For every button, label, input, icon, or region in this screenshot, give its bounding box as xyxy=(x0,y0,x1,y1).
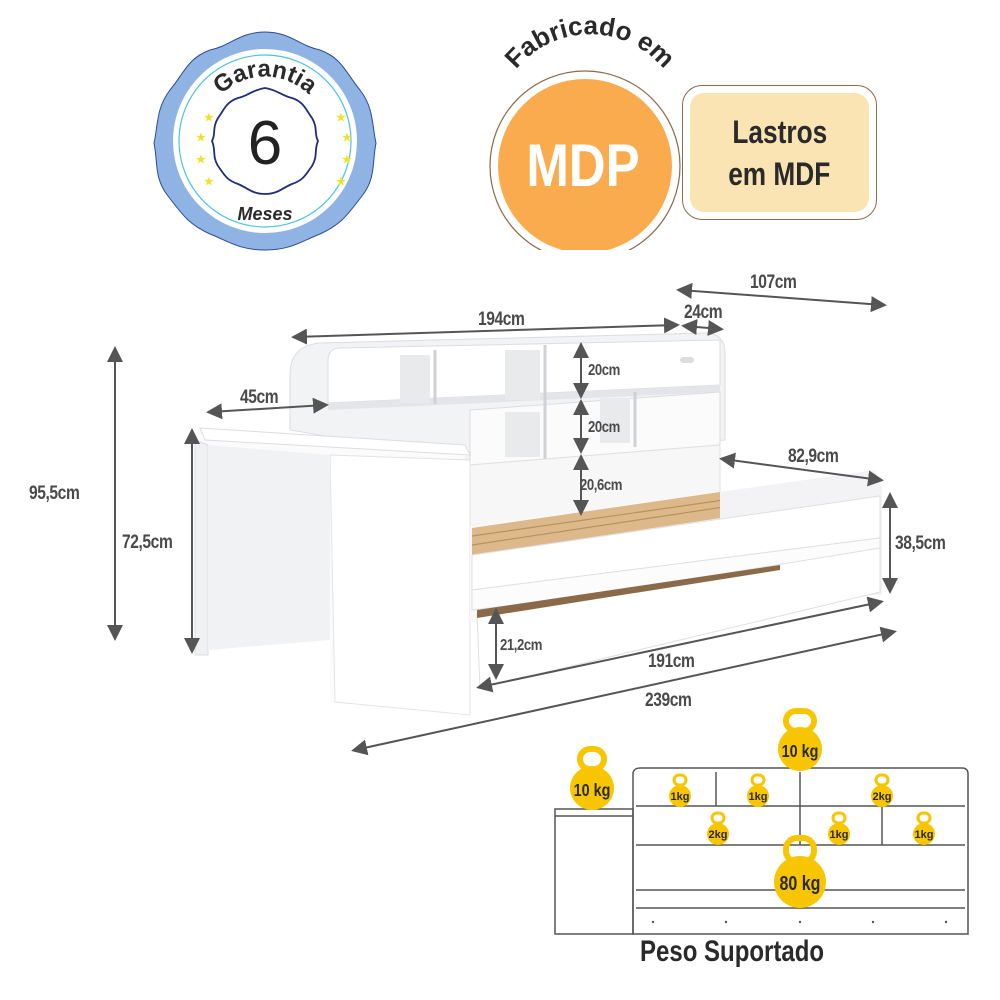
weight-row1-b: 1kg xyxy=(749,791,768,803)
dim-shelf-row1: 20cm xyxy=(588,362,620,379)
mdp-circle xyxy=(498,79,672,250)
kettlebell-row2-c: 1kg xyxy=(913,811,935,845)
lastros-line2: em MDF xyxy=(728,155,831,192)
dim-bed-length: 191cm xyxy=(648,651,695,672)
dim-desk-depth: 45cm xyxy=(240,387,279,408)
kettlebell-shelf-top: 10 kg xyxy=(778,708,822,771)
dim-desk-height: 72,5cm xyxy=(122,532,173,553)
weight-row1-c: 2kg xyxy=(873,791,892,803)
svg-text:★: ★ xyxy=(336,112,346,124)
svg-text:★: ★ xyxy=(342,154,352,166)
dim-bed-width: 82,9cm xyxy=(788,446,839,467)
weight-bed: 80 kg xyxy=(780,872,821,894)
dim-trundle-height: 21,2cm xyxy=(500,637,543,654)
svg-text:★: ★ xyxy=(196,154,206,166)
kettlebell-desk: 10 kg xyxy=(570,746,614,810)
badge-number: 6 xyxy=(248,109,282,178)
dim-shelf-length: 194cm xyxy=(478,309,525,330)
svg-text:★: ★ xyxy=(342,132,352,144)
kettlebell-row1-b: 1kg xyxy=(747,773,769,807)
weight-row1-a: 1kg xyxy=(671,791,690,803)
mdp-text: MDP xyxy=(526,132,639,199)
kettlebell-row2-b: 1kg xyxy=(828,811,850,845)
weight-row2-b: 1kg xyxy=(830,829,849,841)
badge-inner-wave xyxy=(210,87,320,195)
weight-row2-c: 1kg xyxy=(915,829,934,841)
weight-outline xyxy=(554,767,969,935)
weight-shelf-top: 10 kg xyxy=(782,742,819,762)
weight-row2-a: 2kg xyxy=(709,829,728,841)
kettlebell-row2-a: 2kg xyxy=(707,811,729,845)
kettlebell-row1-a: 1kg xyxy=(669,773,691,807)
dim-shelf-row2: 20cm xyxy=(588,419,620,436)
dimension-arrows xyxy=(107,282,898,756)
warranty-badge: Garantia 6 Meses ★★★★ ★★★★ xyxy=(153,31,377,251)
dim-total-length: 239cm xyxy=(645,690,692,711)
weight-diagram-title: Peso Suportado xyxy=(640,935,825,968)
svg-text:★: ★ xyxy=(204,176,214,188)
weight-diagram: 10 kg 10 kg 1kg 1kg 2kg 2kg 1kg 1kg 80 k xyxy=(554,708,969,935)
kettlebell-row1-c: 2kg xyxy=(871,773,893,807)
lastros-line1: Lastros xyxy=(732,113,827,150)
desk xyxy=(194,427,471,716)
weight-desk-top: 10 kg xyxy=(574,781,611,801)
dim-total-depth: 107cm xyxy=(750,272,797,293)
star-icons: ★ ★ ★ ★ ★ ★ ★ ★ xyxy=(196,112,352,188)
dim-shelf-depth: 24cm xyxy=(684,302,723,323)
lastros-badge: Lastros em MDF xyxy=(682,85,877,220)
mdp-badge: Fabricado em MDP xyxy=(489,18,681,250)
dim-total-height: 95,5cm xyxy=(29,483,80,504)
dim-bed-height: 38,5cm xyxy=(895,533,946,554)
lastros-inner: Lastros em MDF xyxy=(690,93,869,212)
svg-text:★: ★ xyxy=(336,176,346,188)
drawer-dots xyxy=(651,920,948,924)
dim-headboard-gap: 20,6cm xyxy=(580,477,623,494)
svg-text:★: ★ xyxy=(204,112,214,124)
kettlebell-bed: 80 kg xyxy=(774,835,826,908)
badge-bottom-text: Meses xyxy=(237,204,292,224)
svg-text:★: ★ xyxy=(196,132,206,144)
